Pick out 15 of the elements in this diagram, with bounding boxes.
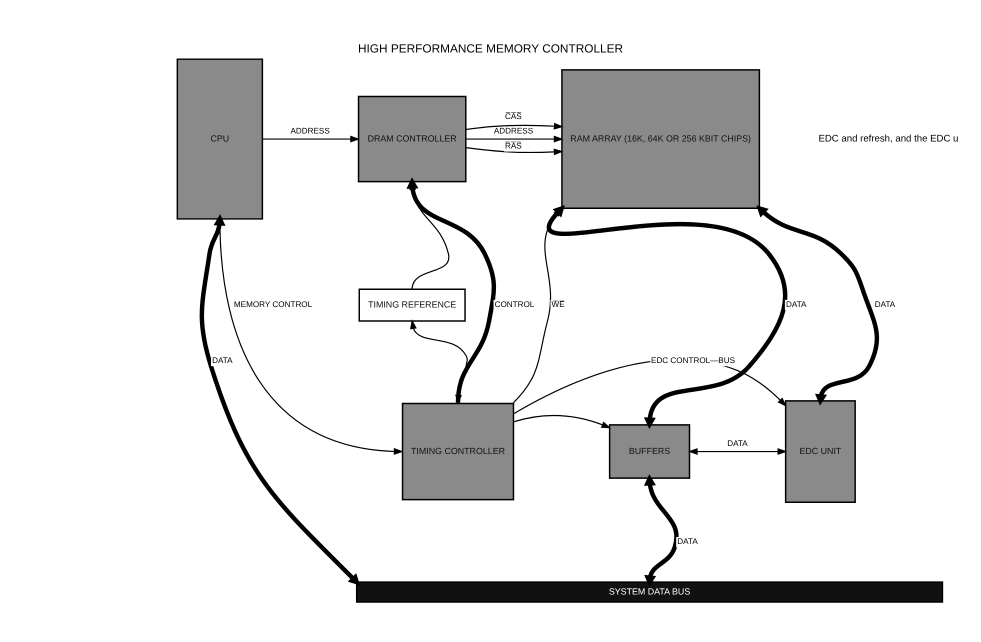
edge-label: W̅E̅ [552,300,565,310]
edge-label: EDC CONTROL—BUS [651,356,736,366]
edge-label: DATA [727,439,748,448]
diagram-title: HIGH PERFORMANCE MEMORY CONTROLLER [358,41,624,56]
edge-label: C̅A̅S̅ [504,112,522,121]
edge-label: CONTROL [494,300,534,310]
label: EDC and refresh, and the EDC u [818,134,958,145]
edge-label: ADDRESS [494,126,534,136]
edge-label: DATA [786,300,806,310]
edge-label: DATA [212,356,233,366]
edge-label: DATA [677,537,698,546]
edge-label: ADDRESS [290,126,330,136]
edge-label: DATA [874,300,896,310]
edge-label: MEMORY CONTROL [234,300,312,310]
edge-label: R̅A̅S̅ [504,142,522,151]
